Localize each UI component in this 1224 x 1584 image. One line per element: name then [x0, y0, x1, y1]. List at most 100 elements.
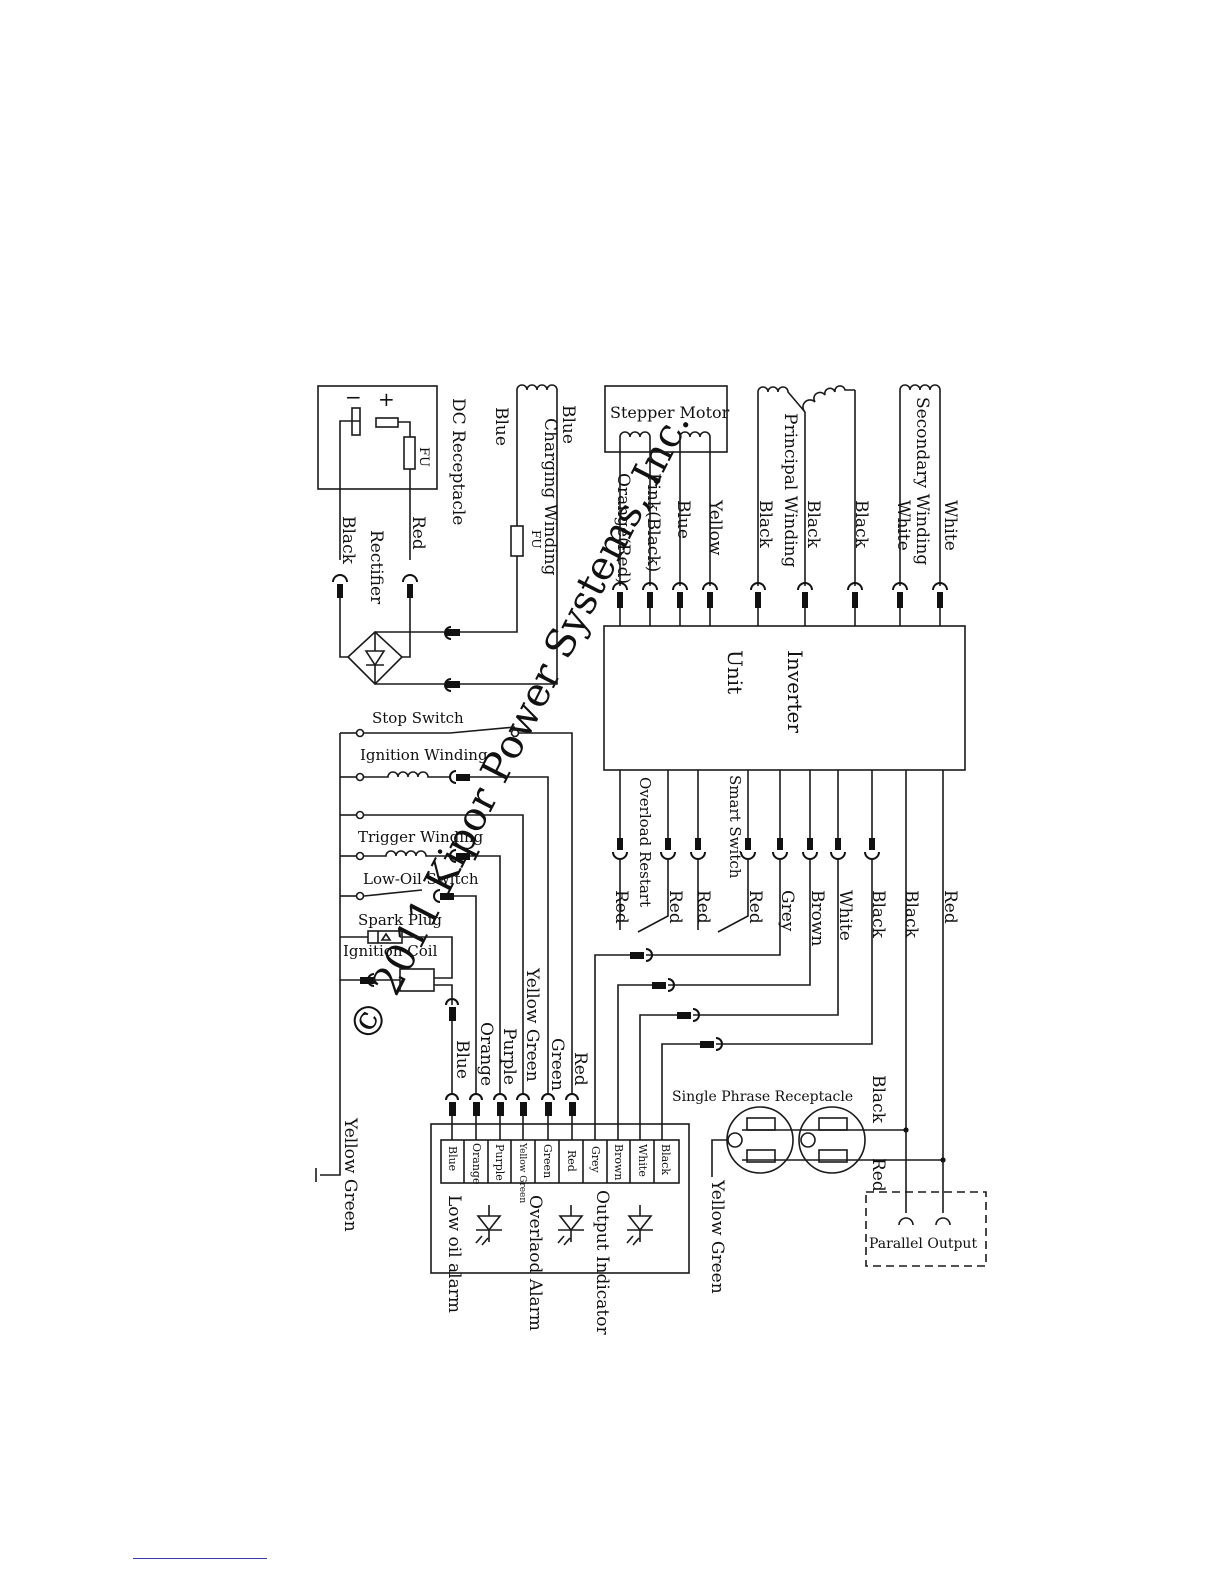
panel-pin-label: Brown	[612, 1144, 625, 1180]
connector	[402, 574, 418, 598]
panel-pin-label: Grey	[589, 1146, 602, 1174]
stop-switch-label: Stop Switch	[372, 709, 464, 727]
connector	[672, 582, 688, 608]
secondary-winding: Secondary Winding White White	[893, 384, 960, 586]
harness-wire-label: Red	[570, 1052, 590, 1086]
inverter-wire-label: Grey	[777, 890, 797, 932]
inverter-unit: Inverter Unit	[603, 625, 966, 771]
connector	[864, 838, 880, 860]
indicator-panel: Blue Orange Purple Yellow Green Green Re…	[430, 1123, 690, 1335]
panel-pin-label: Red	[565, 1150, 578, 1172]
connector	[642, 582, 658, 608]
charging-wire-blue: Blue	[558, 405, 578, 444]
connector	[892, 582, 908, 608]
indicator-label: Low oil alarm	[444, 1195, 464, 1313]
stepper-wire-label: Yellow	[705, 499, 725, 556]
dc-fuse	[403, 436, 416, 470]
connector	[772, 838, 788, 860]
panel-pin-label: Blue	[446, 1146, 459, 1171]
secondary-winding-title: Secondary Winding	[912, 397, 932, 565]
ignition-coil	[340, 968, 459, 1094]
spark-plug-label: Spark Plug	[358, 911, 442, 929]
principal-wire-label: Black	[803, 500, 823, 549]
harness-wire-label: Blue	[452, 1040, 472, 1079]
dc-receptacle-title: DC Receptacle	[448, 398, 468, 525]
harness-wire-label: Orange	[476, 1022, 496, 1086]
connector	[565, 1093, 579, 1116]
low-oil-led-icon	[475, 1205, 502, 1246]
connector	[802, 838, 818, 860]
inverter-wire-label: Black	[868, 890, 888, 939]
receptacle-wire-black: Black	[868, 1075, 888, 1124]
footer-rule	[133, 1558, 267, 1559]
inverter-wire-label: Red	[745, 890, 765, 924]
overload-restart-switch	[637, 858, 669, 933]
connector	[445, 1093, 459, 1116]
receptacle-wire-red: Red	[868, 1158, 888, 1192]
connector	[612, 838, 628, 860]
dc-plus-terminal	[375, 417, 399, 428]
ignition-winding-label: Ignition Winding	[360, 746, 488, 764]
connector	[660, 838, 676, 860]
trigger-winding-label: Trigger Winding	[358, 828, 484, 846]
connector	[702, 582, 718, 608]
dc-fuse-label: FU	[416, 447, 431, 467]
connector	[700, 1037, 723, 1051]
connector	[445, 998, 459, 1021]
panel-pin-label: Purple	[493, 1144, 506, 1181]
indicator-panel-box	[430, 1123, 690, 1274]
panel-pin-label: Yellow Green	[517, 1142, 527, 1203]
connector	[444, 626, 460, 640]
dc-receptacle: − + FU DC Receptacle Red Black Rectifier	[317, 385, 468, 692]
connector	[449, 770, 470, 784]
ignition-coil-label: Ignition Coil	[343, 942, 438, 960]
smart-switch	[717, 858, 749, 933]
overload-restart-label: Overload Restart	[636, 777, 654, 907]
parallel-output-title: Parallel Output	[869, 1236, 977, 1252]
inverter-wire-label: Brown	[807, 890, 827, 946]
stepper-wire-label: Orange(Red)	[613, 473, 633, 584]
smart-switch-label: Smart Switch	[726, 775, 744, 879]
connector	[332, 574, 348, 598]
pin-strip	[440, 1139, 680, 1184]
connector	[433, 889, 454, 903]
dc-minus-symbol: −	[345, 385, 362, 409]
charging-winding: FU Charging Winding Blue Blue	[460, 384, 578, 685]
receptacle-title: Single Phrase Receptacle	[672, 1089, 853, 1105]
secondary-wire-label: White	[893, 500, 913, 551]
panel-pin-label: Orange	[470, 1143, 483, 1184]
dc-wire-black: Black	[338, 516, 358, 565]
indicator-label: Output Indicator	[592, 1190, 612, 1335]
dc-receptacle-box	[317, 385, 438, 490]
inverter-bottom-wires: Overload Restart Smart Switch Red Red Re…	[594, 770, 960, 1160]
stepper-motor-title: Stepper Motor	[610, 403, 730, 422]
inverter-wire-label: Red	[940, 890, 960, 924]
connector	[469, 1093, 483, 1116]
principal-winding-title: Principal Winding	[780, 413, 800, 568]
connector	[847, 582, 863, 608]
connector	[449, 849, 470, 863]
principal-winding: Principal Winding Black Black Black	[755, 385, 871, 586]
connector	[652, 978, 675, 992]
inverter-wire-label: Black	[901, 890, 921, 939]
charging-winding-title: Charging Winding	[540, 418, 560, 576]
panel-pin-label: Black	[659, 1144, 672, 1175]
secondary-wire-label: White	[940, 500, 960, 551]
harness-wire-label: Yellow Green	[522, 967, 542, 1082]
connector	[516, 1093, 530, 1116]
inverter-box	[603, 625, 966, 771]
inverter-title: Unit	[723, 650, 747, 694]
stop-switch	[340, 726, 573, 1094]
connector	[541, 1093, 555, 1116]
stepper-motor-box	[604, 385, 728, 453]
overload-led-icon	[557, 1205, 584, 1246]
stepper-wire-label: Pink(Black)	[643, 473, 663, 572]
low-oil-switch	[340, 889, 477, 1094]
inverter-title: Inverter	[783, 650, 807, 733]
trigger-winding	[340, 849, 501, 1094]
connector	[797, 582, 813, 608]
spark-plug	[340, 930, 453, 979]
connector	[444, 678, 460, 692]
panel-pin-label: White	[636, 1144, 649, 1177]
harness-wire-label: Green	[547, 1038, 567, 1091]
